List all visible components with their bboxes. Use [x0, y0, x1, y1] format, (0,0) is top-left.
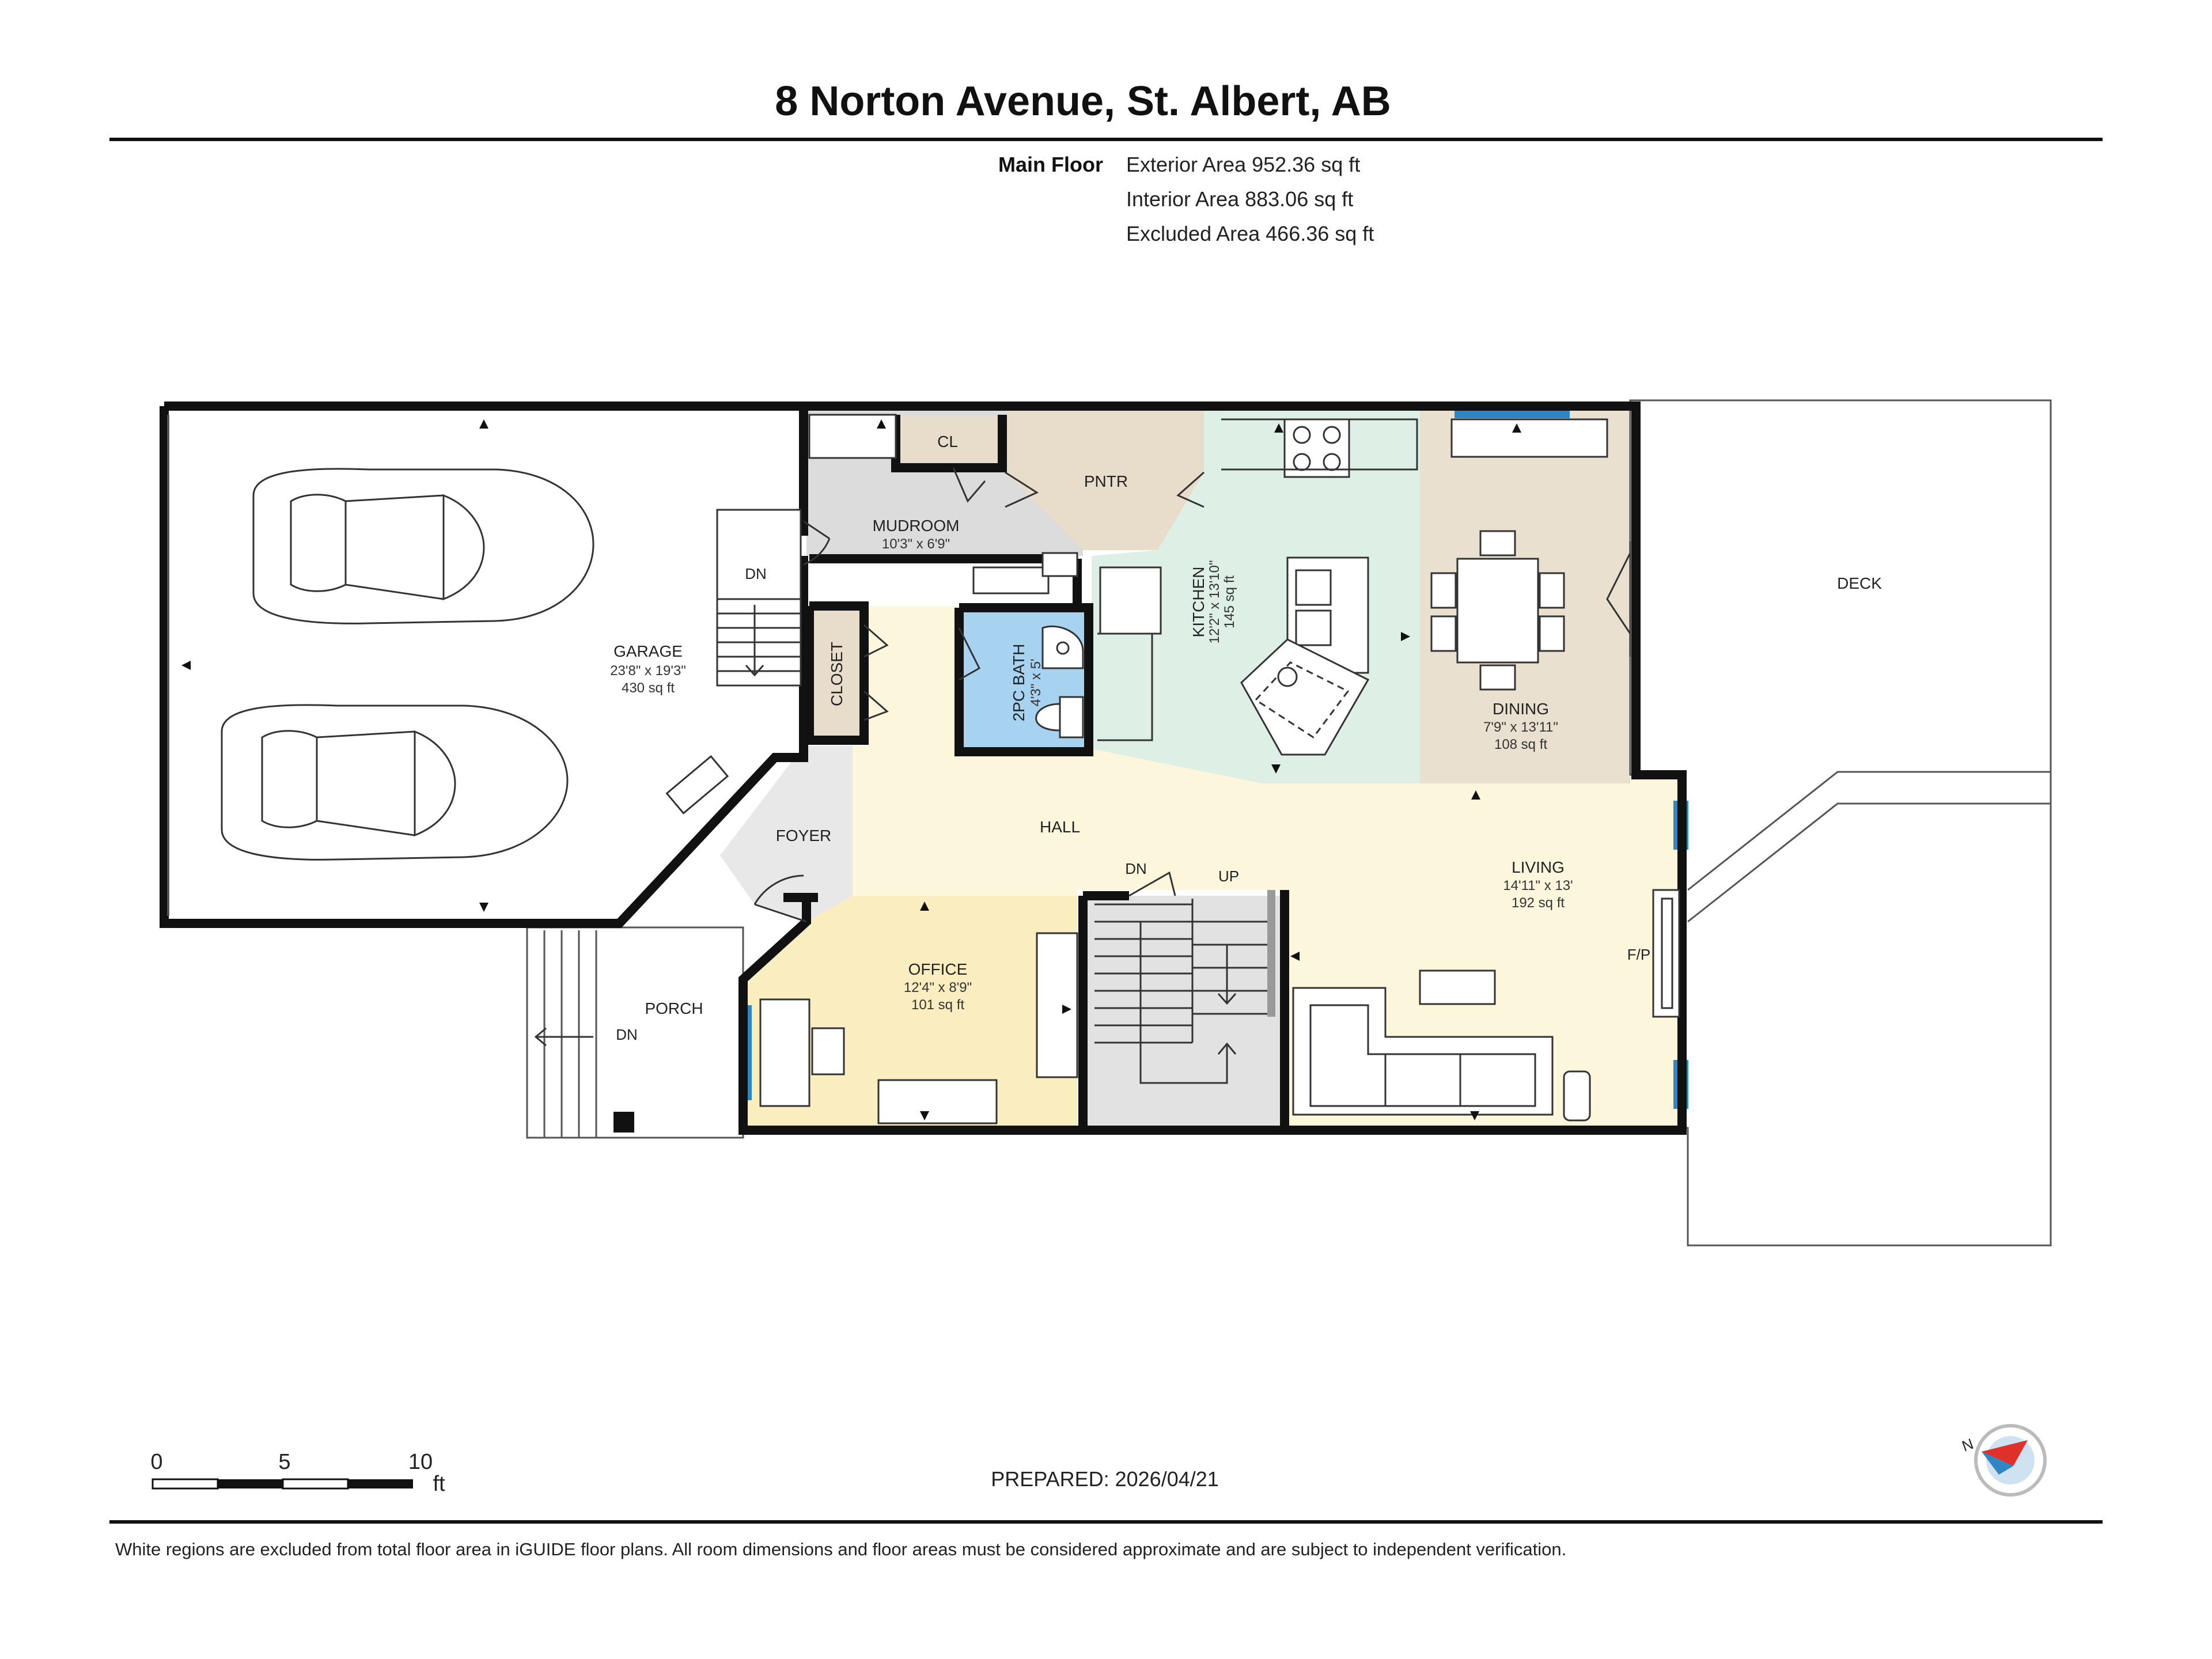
foyer-fill: [720, 746, 853, 922]
room-labels: GARAGE 23'8" x 19'3" 430 sq ft MUDROOM 1…: [610, 433, 1882, 1043]
excluded-area: Excluded Area 466.36 sq ft: [1126, 222, 1374, 245]
fireplace-label: F/P: [1627, 946, 1650, 963]
disclaimer: White regions are excluded from total fl…: [115, 1539, 1566, 1559]
foyer-label: FOYER: [776, 827, 831, 844]
closet-fill: [809, 606, 864, 740]
deck-label: DECK: [1837, 574, 1882, 592]
desk-icon: [759, 998, 810, 1107]
porch-post: [613, 1112, 634, 1132]
exterior-area: Exterior Area 952.36 sq ft: [1126, 153, 1360, 176]
garage-label: GARAGE: [613, 642, 683, 660]
excluded-regions: [526, 399, 2052, 1247]
dining-dims: 7'9" x 13'11": [1483, 719, 1558, 735]
sofa-icon: [1292, 987, 1554, 1116]
kitchen-dims: 12'2" x 13'10": [1207, 560, 1222, 644]
arrow-marks: [181, 419, 1521, 1120]
page-title: 8 Norton Avenue, St. Albert, AB: [775, 78, 1391, 124]
main-stairs-up: UP: [1218, 868, 1239, 885]
closet-label: CLOSET: [828, 642, 846, 706]
doors: [665, 467, 1631, 923]
compass-icon: N: [1960, 1424, 2047, 1497]
scale-label-5: 5: [278, 1450, 290, 1474]
room-fills: [720, 410, 1682, 1128]
bath-dims: 4'3" x 5': [1028, 658, 1044, 706]
main-stairs-dn: DN: [1125, 860, 1147, 877]
porch-label: PORCH: [645, 999, 703, 1017]
garage-dims: 23'8" x 19'3": [610, 663, 686, 679]
island-icon: [1240, 638, 1370, 756]
dining-table-icon: [1456, 558, 1539, 664]
ramp-lines: [1687, 771, 2051, 923]
compass-north-label: N: [1960, 1435, 1976, 1455]
office-dims: 12'4" x 8'9": [904, 980, 972, 995]
office-label: OFFICE: [908, 960, 968, 978]
garage-area: 430 sq ft: [622, 680, 675, 696]
hall-label: HALL: [1040, 818, 1080, 836]
toilet-icon: [1035, 696, 1084, 738]
pantry-fill: [1005, 410, 1204, 550]
office-area: 101 sq ft: [911, 997, 964, 1013]
porch-steps: [543, 930, 597, 1138]
porch-arrow: [534, 1027, 593, 1047]
kitchen-label: KITCHEN: [1190, 567, 1207, 638]
kitchen-area: 145 sq ft: [1222, 575, 1237, 628]
main-stairs: [1094, 890, 1275, 1084]
mudroom-dims: 10'3" x 6'9": [882, 536, 950, 552]
deck-outline: [1629, 399, 2052, 1247]
prepared-date: PREPARED: 2026/04/21: [991, 1467, 1219, 1491]
dining-area: 108 sq ft: [1494, 737, 1547, 752]
scale-label-0: 0: [150, 1450, 162, 1474]
porch-outline: [526, 926, 744, 1139]
living-dims: 14'11" x 13': [1503, 878, 1573, 893]
living-area: 192 sq ft: [1512, 895, 1565, 911]
car-icon: [221, 704, 569, 861]
cl-fill: [896, 416, 1002, 465]
fixtures: [759, 414, 1680, 1124]
bath-label: 2PC BATH: [1010, 644, 1028, 722]
mudroom-label: MUDROOM: [873, 517, 960, 535]
car-icon: [252, 468, 594, 624]
pntr-label: PNTR: [1084, 472, 1128, 490]
interior-area: Interior Area 883.06 sq ft: [1126, 187, 1353, 211]
cl-label: CL: [937, 433, 958, 450]
scale-label-10: 10: [408, 1450, 433, 1474]
stairs-fill: [1083, 896, 1285, 1128]
walls: [160, 402, 1687, 1135]
floor-label: Main Floor: [998, 153, 1103, 176]
scale-bar: 0 5 10 ft: [150, 1450, 445, 1496]
living-label: LIVING: [1512, 858, 1565, 876]
stove-icon: [1283, 418, 1350, 478]
porch-stairs-dn: DN: [616, 1026, 638, 1043]
garage-stairs: [716, 509, 802, 687]
scale-unit: ft: [433, 1472, 445, 1496]
dining-label: DINING: [1493, 700, 1549, 718]
garage-stairs-dn: DN: [745, 565, 767, 582]
